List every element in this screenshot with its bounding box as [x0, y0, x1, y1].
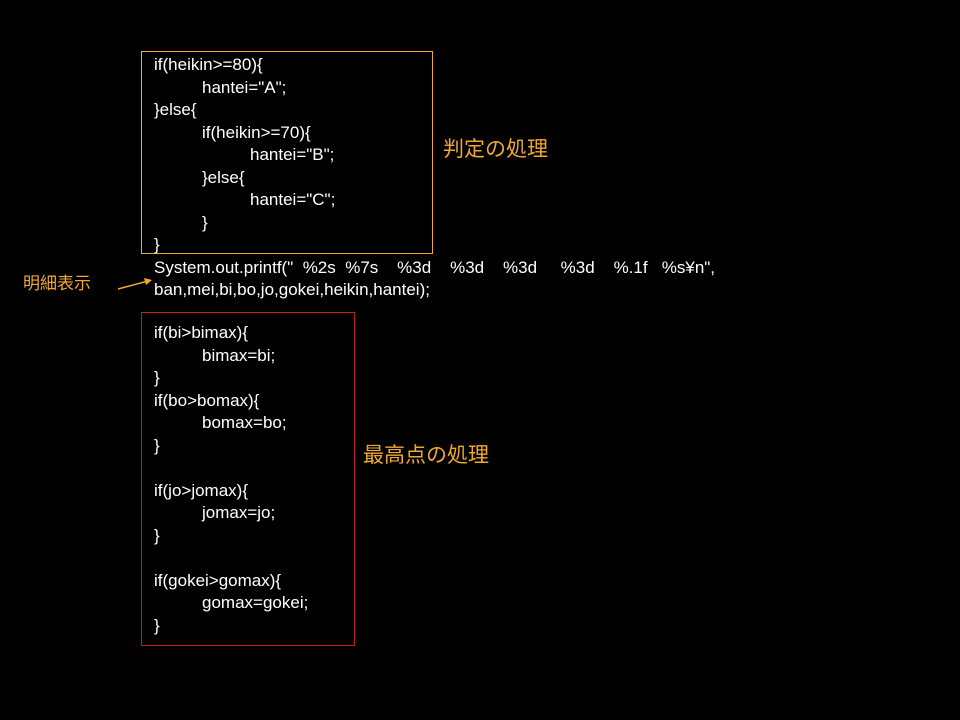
saikou-label: 最高点の処理 [363, 443, 489, 467]
code-line-hantei-9: } [154, 235, 160, 254]
arrow-icon [117, 278, 152, 290]
hantei-label: 判定の処理 [443, 137, 548, 161]
code-line-max-8: jomax=jo; [202, 503, 276, 522]
code-line-hantei-7: hantei="C"; [250, 190, 336, 209]
code-line-max-1: if(bi>bimax){ [154, 323, 249, 342]
code-line-hantei-4: if(heikin>=70){ [202, 122, 311, 142]
code-line-max-3: } [154, 368, 160, 387]
code-line-printf-2: ban,mei,bi,bo,jo,gokei,heikin,hantei); [154, 280, 430, 299]
code-line-hantei-1: if(heikin>=80){ [154, 55, 263, 74]
code-line-max-6: } [154, 435, 160, 455]
code-line-max-11: gomax=gokei; [202, 593, 309, 612]
saikou-highlight-box [141, 312, 355, 646]
code-line-max-9: } [154, 525, 160, 545]
code-line-hantei-3: }else{ [154, 100, 197, 119]
code-line-hantei-8: } [202, 212, 208, 232]
code-line-max-10: if(gokei>gomax){ [154, 570, 282, 590]
code-line-max-4: if(bo>bomax){ [154, 390, 260, 410]
code-line-max-2: bimax=bi; [202, 345, 276, 365]
meisai-label: 明細表示 [23, 274, 91, 294]
code-line-hantei-2: hantei="A"; [202, 77, 287, 97]
code-line-max-12: } [154, 615, 160, 635]
code-line-max-7: if(jo>jomax){ [154, 480, 249, 500]
code-line-hantei-5: hantei="B"; [250, 145, 335, 164]
hantei-highlight-box [141, 51, 433, 254]
code-line-hantei-6: }else{ [202, 167, 245, 187]
code-line-printf-1: System.out.printf(" %2s %7s %3d %3d %3d … [154, 257, 716, 277]
code-line-max-5: bomax=bo; [202, 413, 287, 432]
